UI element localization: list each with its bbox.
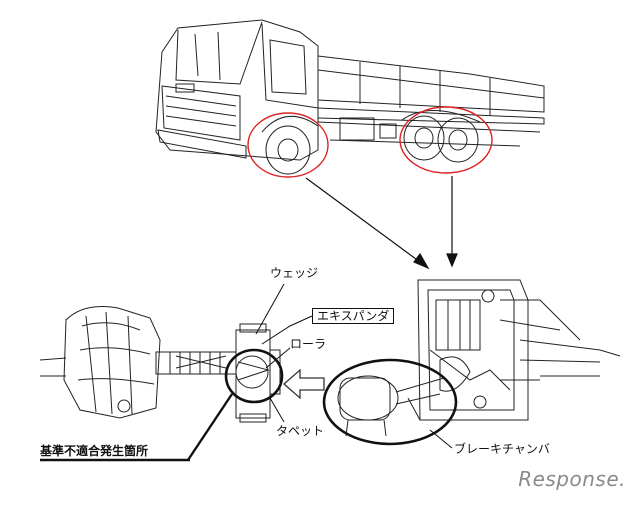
- brake-chamber-highlight: [322, 358, 458, 446]
- label-nonconformity-location: 基準不適合発生箇所: [40, 444, 149, 458]
- wedge-assembly-drawing: [39, 306, 281, 423]
- label-leaders: [40, 283, 313, 462]
- label-brake-chamber: ブレーキチャンバ: [454, 442, 550, 456]
- pointer-arrows: [305, 176, 458, 270]
- brake-assembly-drawing: [337, 279, 621, 437]
- rear-wheel-highlight: [399, 106, 493, 174]
- front-wheel-highlight: [247, 112, 329, 178]
- nonconformity-highlight: [224, 348, 284, 404]
- label-roller: ローラ: [290, 337, 327, 351]
- hollow-direction-arrow: [283, 368, 325, 400]
- response-watermark: Response.: [518, 467, 626, 491]
- label-expander: エキスパンダ: [312, 308, 395, 324]
- truck-illustration: [155, 19, 545, 175]
- label-wedge: ウェッジ: [270, 266, 319, 280]
- label-tappet: タペット: [276, 424, 325, 438]
